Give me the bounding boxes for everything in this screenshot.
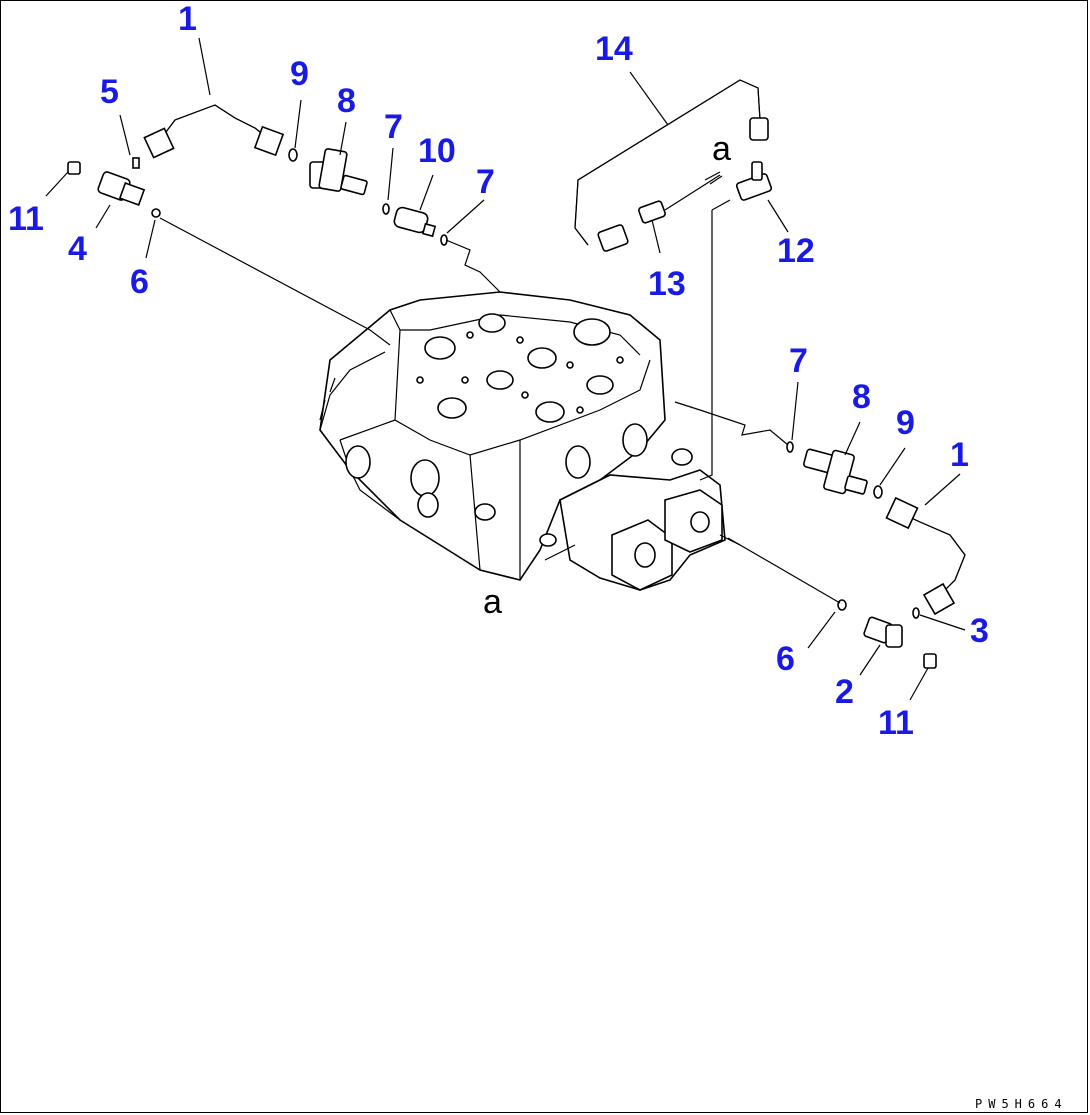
fitting-4 — [97, 171, 146, 206]
o-ring-7-right — [786, 441, 794, 453]
callout-8-right: 8 — [852, 378, 871, 416]
callout-11-left: 11 — [8, 200, 44, 238]
o-ring-6-right — [837, 599, 847, 611]
hose-1-left — [143, 104, 285, 159]
relief-valve-8-left — [309, 148, 368, 196]
o-ring-6-left — [151, 208, 161, 218]
drawing-code: PW5H664 — [975, 1097, 1068, 1111]
ref-mark-a-top: a — [712, 130, 731, 168]
o-ring-3 — [912, 607, 920, 619]
tee-fitting-12 — [735, 161, 773, 201]
control-valve-body — [319, 291, 666, 581]
o-ring-9-right — [873, 485, 883, 499]
valve-end-cap — [559, 448, 741, 591]
callout-3: 3 — [970, 612, 989, 650]
callout-1-left: 1 — [178, 0, 197, 38]
o-ring-9-left — [288, 148, 298, 162]
callout-13: 13 — [648, 265, 686, 303]
callout-5: 5 — [100, 73, 119, 111]
tube-14 — [574, 79, 769, 252]
callout-7-top: 7 — [384, 108, 403, 146]
callout-2: 2 — [835, 673, 854, 711]
plug-11-left — [67, 161, 81, 175]
hose-1-right — [885, 496, 966, 616]
callout-11-right: 11 — [878, 704, 914, 742]
valve-10 — [393, 206, 437, 238]
ref-mark-a-body: a — [483, 583, 502, 621]
orifice-5 — [132, 157, 140, 169]
fitting-2 — [863, 616, 903, 648]
relief-valve-8-right — [803, 448, 868, 495]
callout-10: 10 — [418, 132, 456, 170]
callout-6-right: 6 — [776, 640, 795, 678]
connector-13 — [638, 200, 666, 224]
callout-8-left: 8 — [337, 82, 356, 120]
callout-1-right: 1 — [950, 436, 969, 474]
callout-7-right: 7 — [789, 342, 808, 380]
leader-lines — [45, 37, 966, 701]
o-ring-7-top — [382, 203, 390, 215]
plug-11-right — [923, 653, 937, 669]
callout-12: 12 — [777, 232, 815, 270]
callout-9-left: 9 — [290, 55, 309, 93]
callout-4: 4 — [68, 230, 87, 268]
callout-7-mid: 7 — [476, 163, 495, 201]
callout-14: 14 — [595, 30, 633, 68]
callout-6-left: 6 — [130, 263, 149, 301]
callout-9-right: 9 — [896, 404, 915, 442]
